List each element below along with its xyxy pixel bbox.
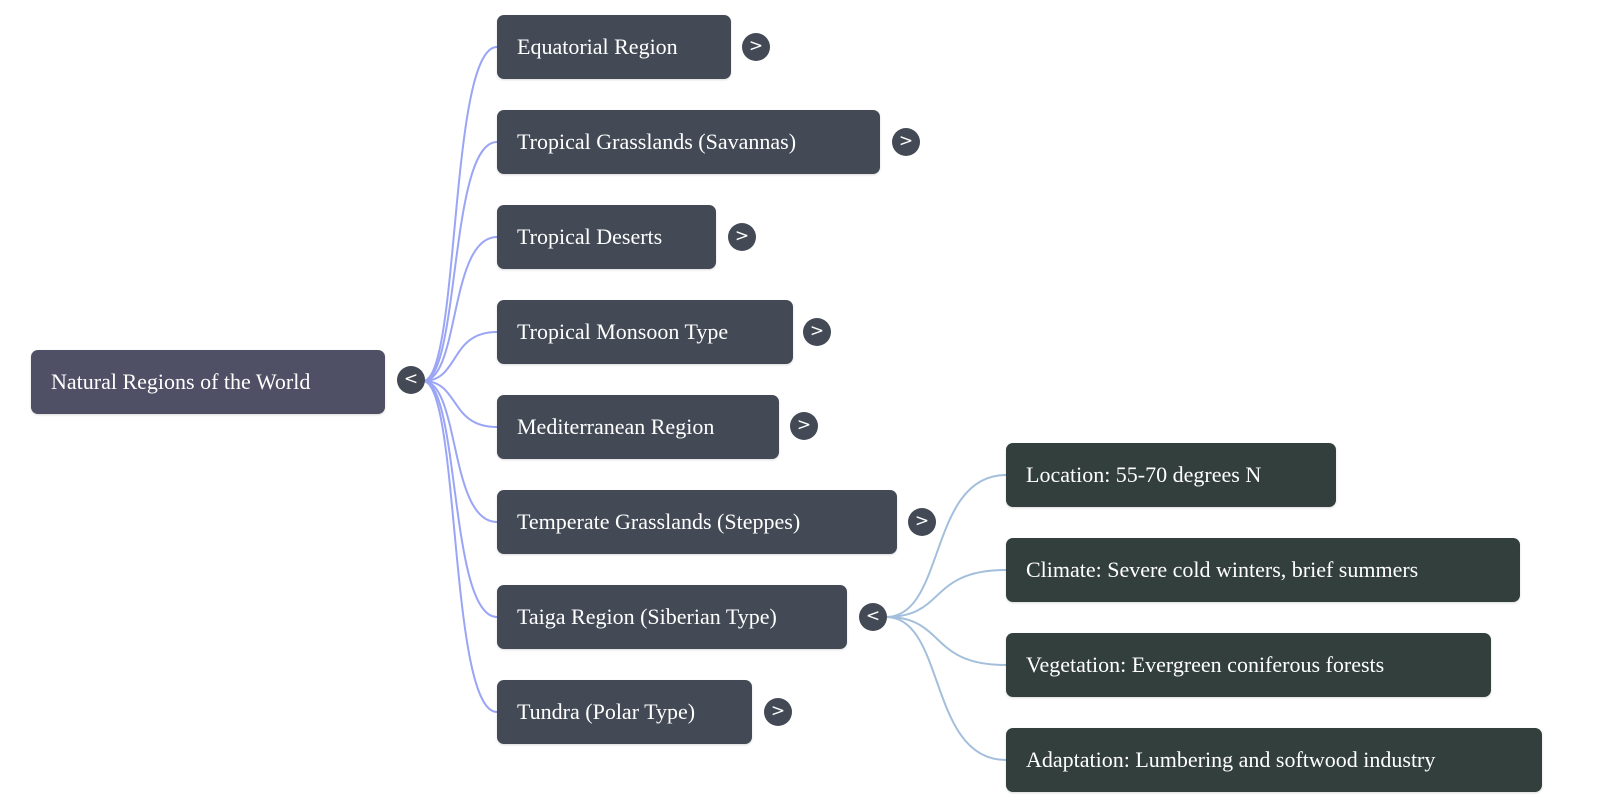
expand-toggle-equatorial[interactable]: > xyxy=(742,33,770,61)
expand-toggle-tundra[interactable]: > xyxy=(764,698,792,726)
taiga-link xyxy=(885,474,1007,618)
region-label: Temperate Grasslands (Steppes) xyxy=(517,509,801,534)
expand-toggle-mediterranean[interactable]: > xyxy=(790,412,818,440)
region-label: Tundra (Polar Type) xyxy=(517,699,696,724)
detail-label: Adaptation: Lumbering and softwood indus… xyxy=(1026,747,1436,772)
region-node-equatorial[interactable]: Equatorial Region xyxy=(497,15,731,79)
region-node-steppes[interactable]: Temperate Grasslands (Steppes) xyxy=(497,490,897,554)
expand-toggle-monsoon[interactable]: > xyxy=(803,318,831,346)
taiga-link xyxy=(885,616,1007,666)
taiga-link xyxy=(885,616,1007,761)
region-node-tropical-deserts[interactable]: Tropical Deserts xyxy=(497,205,716,269)
detail-node-vegetation[interactable]: Vegetation: Evergreen coniferous forests xyxy=(1006,633,1491,697)
detail-node-climate[interactable]: Climate: Severe cold winters, brief summ… xyxy=(1006,538,1520,602)
detail-node-location[interactable]: Location: 55-70 degrees N xyxy=(1006,443,1336,507)
root-node-label: Natural Regions of the World xyxy=(51,369,311,394)
root-link xyxy=(422,380,498,618)
root-link xyxy=(422,46,498,382)
root-link xyxy=(422,380,498,523)
region-node-tundra[interactable]: Tundra (Polar Type) xyxy=(497,680,752,744)
taiga-link xyxy=(885,569,1007,618)
region-label: Tropical Monsoon Type xyxy=(517,319,729,344)
root-link xyxy=(422,331,498,382)
detail-node-adaptation[interactable]: Adaptation: Lumbering and softwood indus… xyxy=(1006,728,1542,792)
detail-label: Location: 55-70 degrees N xyxy=(1026,462,1262,487)
region-label: Mediterranean Region xyxy=(517,414,715,439)
region-label: Tropical Deserts xyxy=(517,224,663,249)
expand-toggle-savannas[interactable]: > xyxy=(892,128,920,156)
expand-toggle-tropical-deserts[interactable]: > xyxy=(728,223,756,251)
region-label: Tropical Grasslands (Savannas) xyxy=(517,129,797,154)
region-node-mediterranean[interactable]: Mediterranean Region xyxy=(497,395,779,459)
root-node[interactable]: Natural Regions of the World xyxy=(31,350,385,414)
region-node-monsoon[interactable]: Tropical Monsoon Type xyxy=(497,300,793,364)
region-label: Taiga Region (Siberian Type) xyxy=(517,604,777,629)
detail-label: Vegetation: Evergreen coniferous forests xyxy=(1026,652,1385,677)
collapse-toggle-taiga[interactable]: < xyxy=(859,603,887,631)
root-link xyxy=(422,380,498,428)
region-node-savannas[interactable]: Tropical Grasslands (Savannas) xyxy=(497,110,880,174)
root-link xyxy=(422,141,498,382)
expand-toggle-steppes[interactable]: > xyxy=(908,508,936,536)
root-collapse-toggle[interactable]: < xyxy=(397,366,425,394)
detail-label: Climate: Severe cold winters, brief summ… xyxy=(1026,557,1419,582)
region-label: Equatorial Region xyxy=(517,34,678,59)
region-node-taiga[interactable]: Taiga Region (Siberian Type) xyxy=(497,585,847,649)
root-link xyxy=(422,380,498,713)
root-link xyxy=(422,236,498,382)
